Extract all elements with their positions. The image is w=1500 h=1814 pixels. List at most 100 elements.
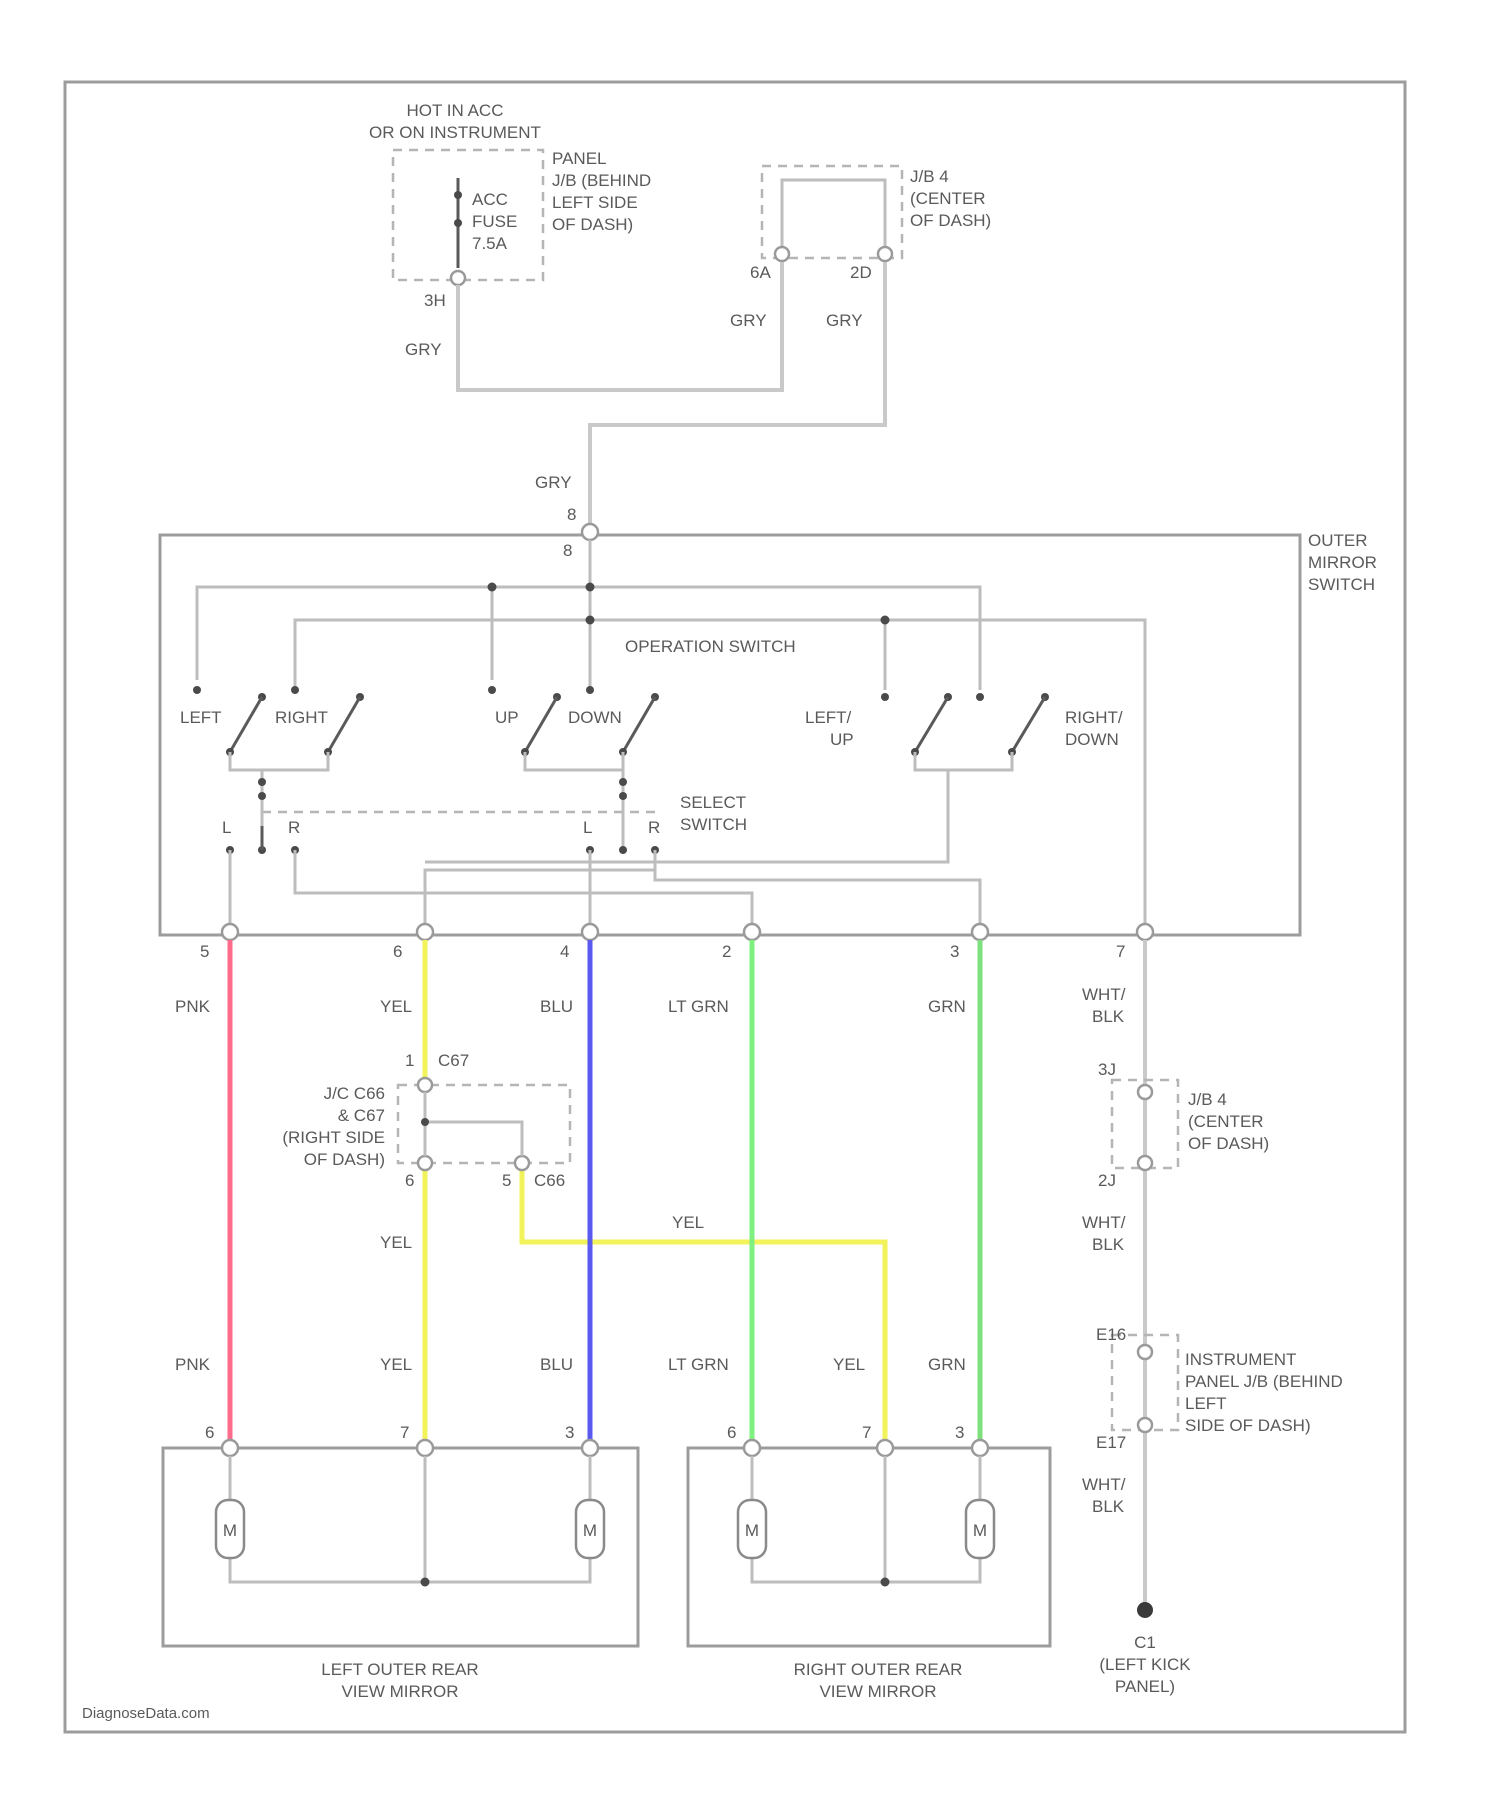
jb4-top-name-3: OF DASH) (910, 211, 991, 230)
grn-label-lower: GRN (928, 1355, 966, 1374)
switch-pin-4 (582, 924, 598, 940)
switch-pin-label-7: 7 (1116, 942, 1125, 961)
switch-pin-label-6: 6 (393, 942, 402, 961)
right-mirror-pin-3 (972, 1440, 988, 1456)
ground-name-2: (LEFT KICK (1099, 1655, 1191, 1674)
right-mirror-name-2: VIEW MIRROR (819, 1682, 936, 1701)
switch-input-pin (582, 524, 598, 540)
switch-input-pin-inner-label: 8 (563, 541, 572, 560)
instrument-panel-jb: E16 E17 INSTRUMENT PANEL J/B (BEHIND LEF… (1096, 1325, 1343, 1452)
wht-blk-label-1a: WHT/ (1082, 985, 1126, 1004)
jb4-bottom: 3J 2J J/B 4 (CENTER OF DASH) (1098, 1060, 1269, 1190)
select-l1-label: L (222, 818, 231, 837)
yel-label-lower: YEL (380, 1355, 412, 1374)
watermark: DiagnoseData.com (82, 1705, 210, 1722)
fuse-block-hot-label-1: HOT IN ACC (407, 101, 504, 120)
gry-wire-jb-to-switch (590, 262, 885, 528)
switch-component-1: OUTER (1308, 531, 1368, 550)
jb4-bottom-name-3: OF DASH) (1188, 1134, 1269, 1153)
outer-mirror-switch-box (160, 535, 1300, 935)
lt-grn-label-lower: LT GRN (668, 1355, 729, 1374)
jb4-bottom-name-2: (CENTER (1188, 1112, 1264, 1131)
jb4-bottom-pin-top-label: 3J (1098, 1060, 1116, 1079)
ground-icon (1137, 1602, 1153, 1618)
jb4-top-pin-right (878, 247, 892, 261)
right-mirror-pin-label-6: 6 (727, 1423, 736, 1442)
wht-blk-label-2a: WHT/ (1082, 1213, 1126, 1232)
switch-pin-label-5: 5 (200, 942, 209, 961)
ip-jb-pin-bottom-label: E17 (1096, 1433, 1126, 1452)
wht-blk-label-3a: WHT/ (1082, 1475, 1126, 1494)
jb4-top: 6A 2D J/B 4 (CENTER OF DASH) (750, 166, 991, 282)
right-mirror-pin-label-3: 3 (955, 1423, 964, 1442)
right-mirror-pin-label-7: 7 (862, 1423, 871, 1442)
junction-pin-bottom-left (418, 1156, 432, 1170)
junction-name-2: & C67 (338, 1106, 385, 1125)
junction-name-3: (RIGHT SIDE (282, 1128, 385, 1147)
left-mirror-pin-6 (222, 1440, 238, 1456)
switch-pin-label-2: 2 (722, 942, 731, 961)
ground-name-3: PANEL) (1115, 1677, 1175, 1696)
wht-blk-label-1b: BLK (1092, 1007, 1125, 1026)
switch-pin-3 (972, 924, 988, 940)
junction-pin-bottom-right (515, 1156, 529, 1170)
blu-label-upper: BLU (540, 997, 573, 1016)
ip-jb-pin-bottom (1138, 1418, 1152, 1432)
ip-jb-name-1: INSTRUMENT (1185, 1350, 1296, 1369)
jb4-bottom-pin-bottom (1138, 1156, 1152, 1170)
fuse-location-1: PANEL (552, 149, 607, 168)
left-mirror-name-2: VIEW MIRROR (341, 1682, 458, 1701)
switch-down-label: DOWN (568, 708, 622, 727)
junction-top-conn-label: C67 (438, 1051, 469, 1070)
junction-name-4: OF DASH) (304, 1150, 385, 1169)
switch-right-down-label-2: DOWN (1065, 730, 1119, 749)
fuse-block: HOT IN ACC OR ON INSTRUMENT ACC FUSE 7.5… (369, 101, 651, 310)
yel-label-mid: YEL (380, 1233, 412, 1252)
gry-label-1: GRY (405, 340, 442, 359)
switch-pin-label-4: 4 (560, 942, 569, 961)
ground-point: C1 (LEFT KICK PANEL) (1099, 1602, 1191, 1696)
left-outer-rear-view-mirror: 6 7 3 M M LEFT OUTER REAR VIEW MIRROR (163, 1423, 638, 1701)
right-outer-rear-view-mirror: 6 7 3 M M RIGHT OUTER REAR VIEW MIRROR (688, 1423, 1050, 1701)
switch-pin-6 (417, 924, 433, 940)
wht-blk-label-2b: BLK (1092, 1235, 1125, 1254)
pnk-label-lower: PNK (175, 1355, 211, 1374)
switch-pin-7 (1137, 924, 1153, 940)
yel-label-lower-right: YEL (833, 1355, 865, 1374)
switch-pin-5 (222, 924, 238, 940)
left-mirror-motor-1-label: M (223, 1521, 237, 1540)
pnk-label-upper: PNK (175, 997, 211, 1016)
switch-left-up-label-1: LEFT/ (805, 708, 852, 727)
fuse-pin-label: 3H (424, 291, 446, 310)
ip-jb-name-2: PANEL J/B (BEHIND (1185, 1372, 1343, 1391)
right-mirror-pin-6 (744, 1440, 760, 1456)
fuse-block-outline (393, 150, 543, 280)
ground-name-1: C1 (1134, 1633, 1156, 1652)
right-mirror-name-1: RIGHT OUTER REAR (794, 1660, 963, 1679)
select-r1-label: R (288, 818, 300, 837)
select-r2-label: R (648, 818, 660, 837)
left-mirror-pin-7 (417, 1440, 433, 1456)
jb4-bottom-pin-top (1138, 1085, 1152, 1099)
left-mirror-pin-label-6: 6 (205, 1423, 214, 1442)
switch-right-label: RIGHT (275, 708, 328, 727)
switch-component-2: MIRROR (1308, 553, 1377, 572)
left-mirror-name-1: LEFT OUTER REAR (321, 1660, 478, 1679)
fuse-name-3: 7.5A (472, 234, 508, 253)
switch-pin-2 (744, 924, 760, 940)
switch-right-down-label-1: RIGHT/ (1065, 708, 1123, 727)
select-l2-label: L (583, 818, 592, 837)
ip-jb-pin-top-label: E16 (1096, 1325, 1126, 1344)
jb4-bottom-name-1: J/B 4 (1188, 1090, 1227, 1109)
switch-left-up-label-2: UP (830, 730, 854, 749)
switch-input-pin-label: 8 (567, 505, 576, 524)
fuse-pin (451, 271, 465, 285)
switch-up-label: UP (495, 708, 519, 727)
right-mirror-pin-7 (877, 1440, 893, 1456)
left-mirror-motor-2-label: M (583, 1521, 597, 1540)
fuse-location-4: OF DASH) (552, 215, 633, 234)
ip-jb-name-4: SIDE OF DASH) (1185, 1416, 1311, 1435)
fuse-location-2: J/B (BEHIND (552, 171, 651, 190)
junction-br-conn-label: C66 (534, 1171, 565, 1190)
